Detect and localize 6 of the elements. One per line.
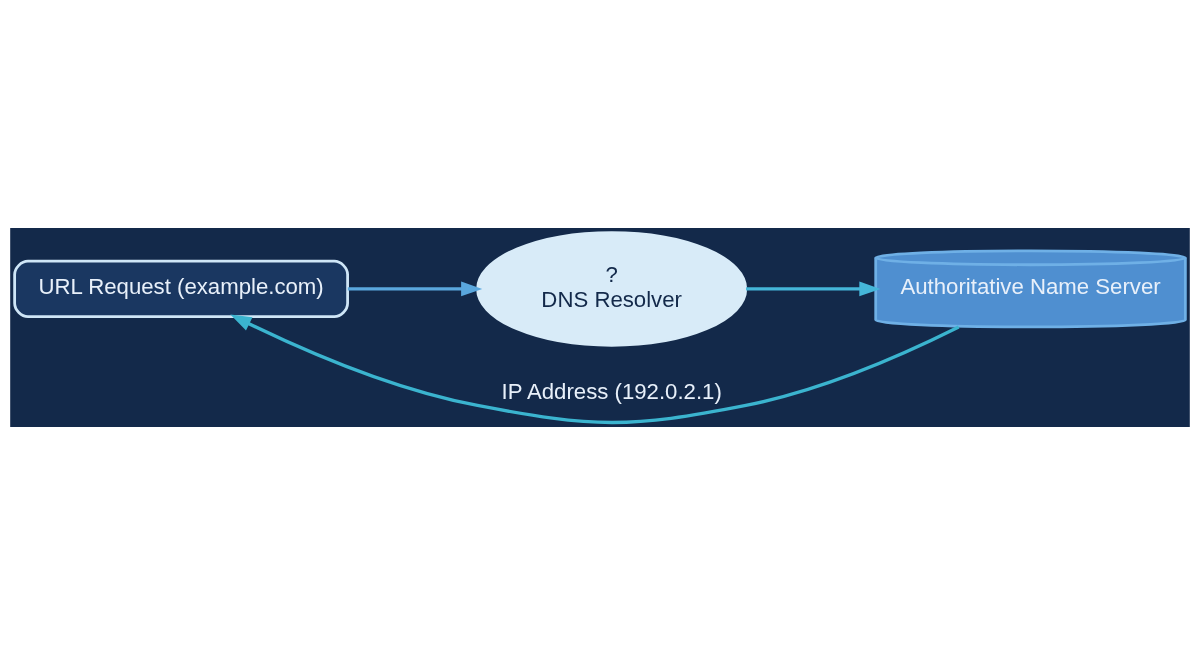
arrow (746, 281, 881, 297)
arrow (230, 314, 960, 425)
node-ellipse: ? DNS Resolver (476, 231, 748, 347)
edge-label: IP Address (192.0.2.1) (501, 378, 722, 404)
node-box: URL Request (example.com) (13, 259, 349, 319)
arrow (347, 281, 483, 297)
